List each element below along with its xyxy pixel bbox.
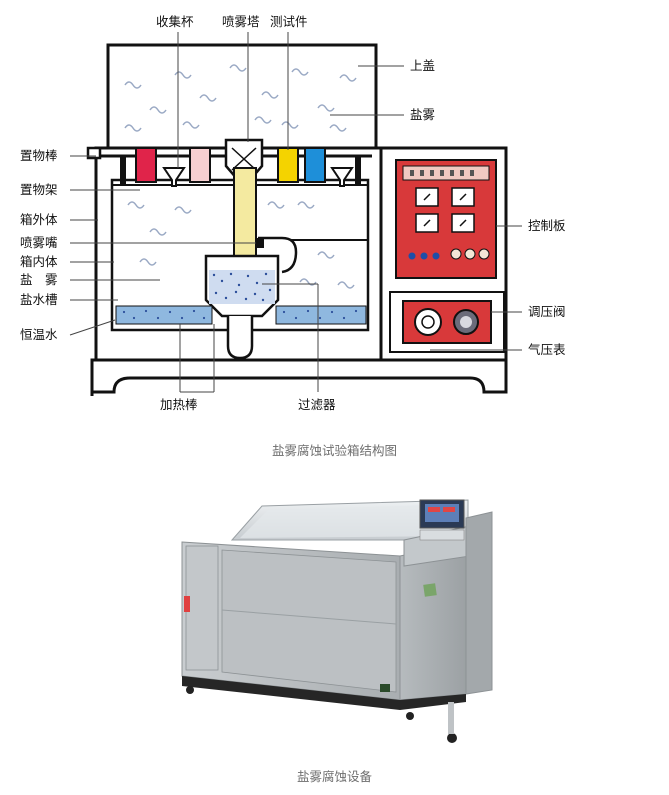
label-collect-cup: 收集杯 — [156, 14, 194, 29]
label-pressure-gauge: 气压表 — [528, 342, 566, 357]
collect-cup-right — [330, 167, 354, 187]
top-cover — [106, 43, 378, 155]
salt-tank-right — [275, 305, 367, 325]
photo-caption: 盐雾腐蚀设备 — [296, 769, 372, 784]
specimen-yellow — [277, 147, 299, 183]
label-holder-rack: 置物架 — [20, 182, 58, 197]
label-filter: 过滤器 — [298, 397, 336, 412]
specimen-red — [135, 147, 157, 183]
label-salt-fog-left: 盐 雾 — [20, 272, 58, 287]
label-regulator-valve: 调压阀 — [528, 304, 566, 319]
collect-cup-left — [162, 167, 186, 187]
structure-diagram: 收集杯 喷雾塔 测试件 上盖 盐雾 置物棒 置物架 箱外体 喷雾嘴 箱内体 盐 … — [20, 14, 566, 412]
specimen-blue — [304, 147, 326, 183]
label-control-panel: 控制板 — [528, 218, 566, 233]
spray-tower — [233, 167, 257, 265]
spray-nozzle — [258, 236, 298, 274]
specimen-pink — [189, 147, 211, 183]
label-holder-rod: 置物棒 — [20, 148, 58, 163]
photo-lid — [230, 499, 469, 541]
photo-cabinet — [399, 541, 467, 701]
label-test-piece: 测试件 — [270, 14, 308, 29]
label-outer-box: 箱外体 — [20, 212, 58, 227]
label-inner-box: 箱内体 — [20, 254, 58, 269]
base-frame — [90, 358, 508, 394]
label-top-cover: 上盖 — [410, 58, 435, 73]
photo-body — [181, 541, 401, 701]
salt-tank — [115, 305, 213, 325]
label-spray-tower: 喷雾塔 — [222, 14, 260, 29]
label-salt-fog-top: 盐雾 — [410, 107, 436, 122]
label-constant-water: 恒温水 — [20, 327, 58, 342]
salt-fog-wisps-top — [124, 64, 357, 132]
photo-control-screen — [419, 499, 465, 529]
label-salt-tank: 盐水槽 — [20, 292, 58, 307]
diagram-caption: 盐雾腐蚀试验箱结构图 — [271, 443, 397, 458]
label-spray-nozzle: 喷雾嘴 — [20, 235, 58, 250]
label-heater-rod: 加热棒 — [160, 397, 198, 412]
photo-base — [182, 676, 466, 710]
